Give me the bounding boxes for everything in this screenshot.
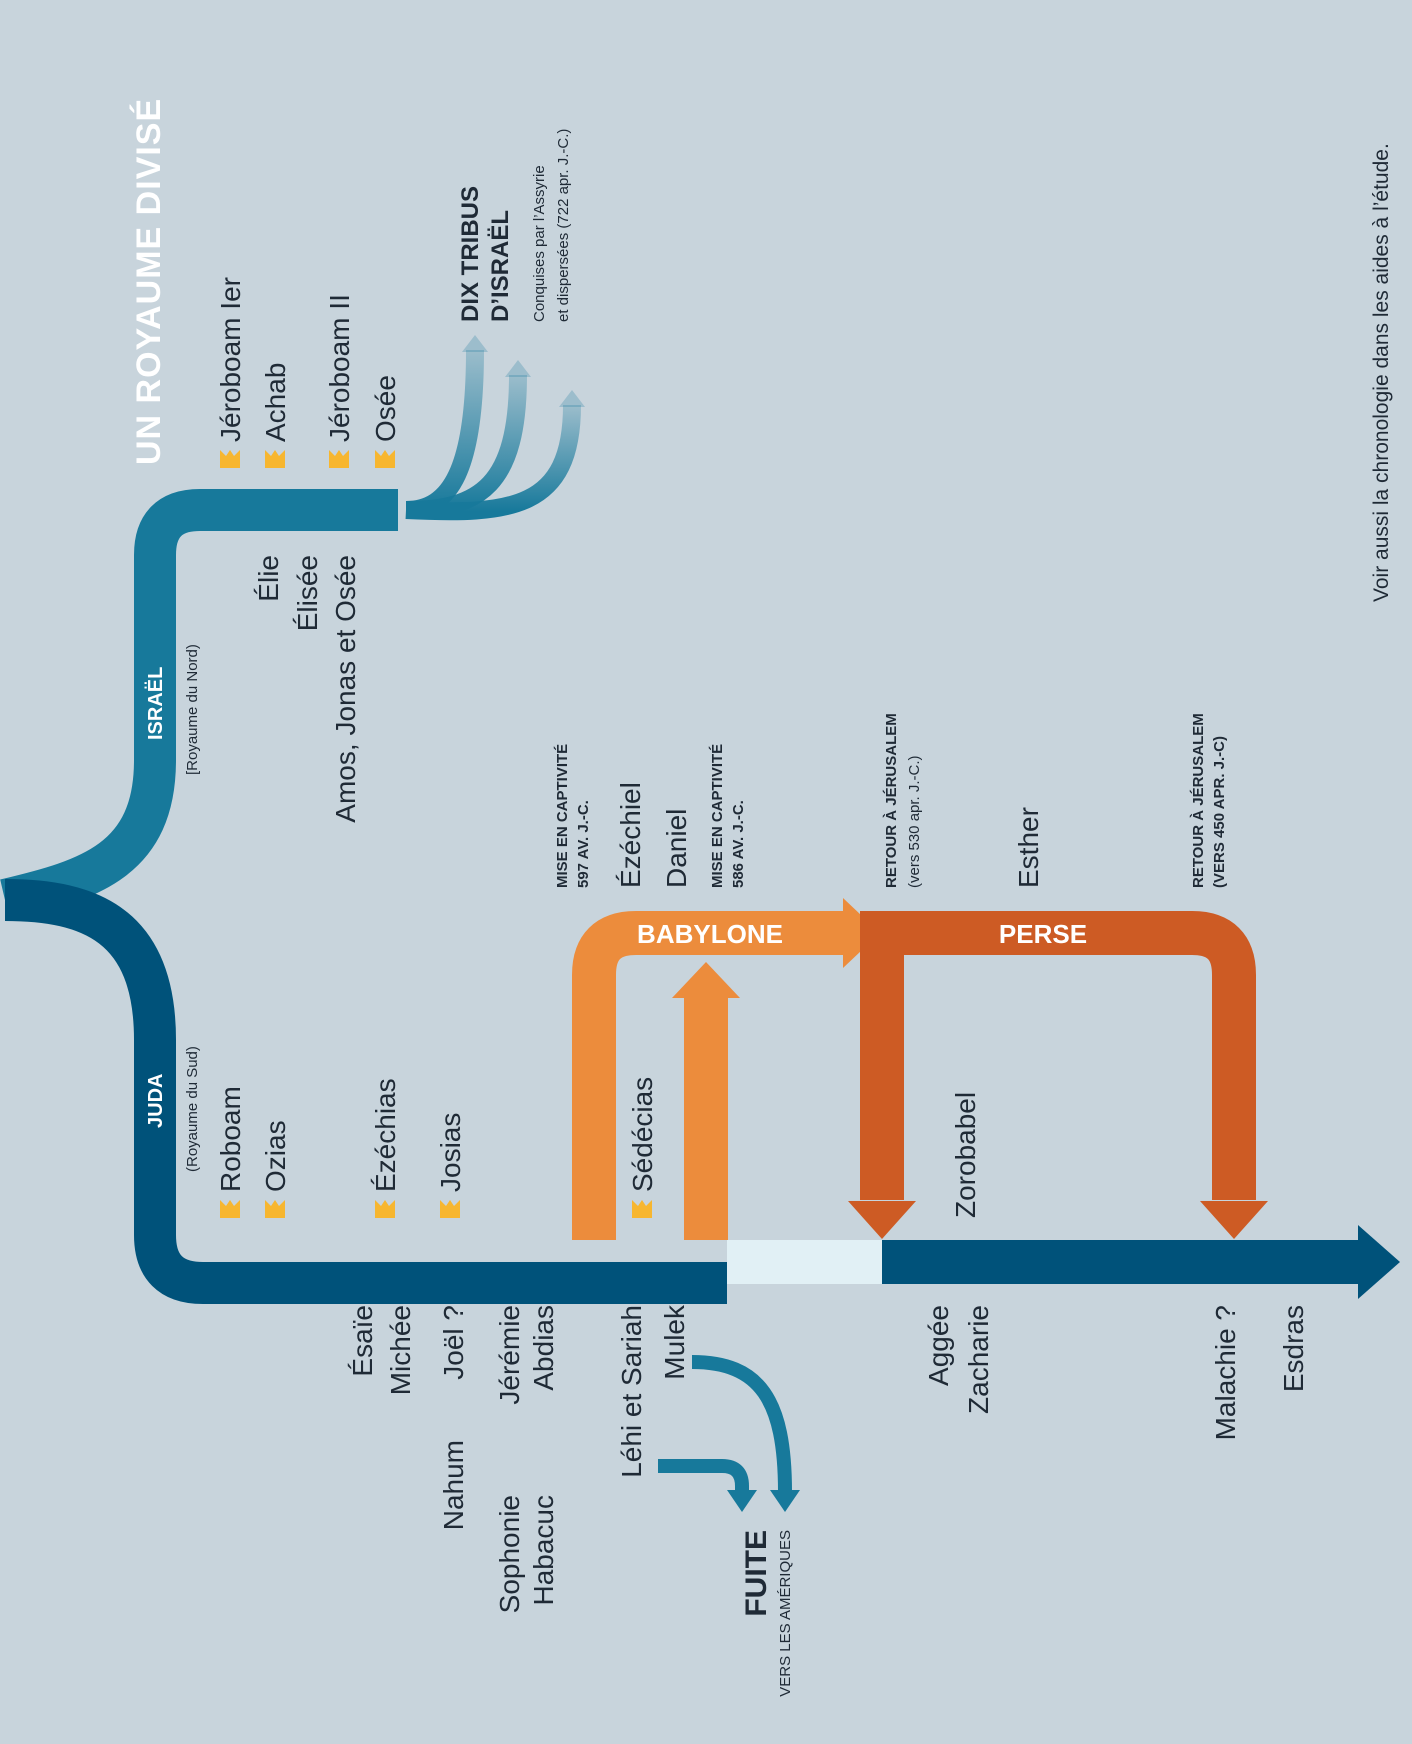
juda-prophet-nahum: Nahum (438, 1440, 469, 1530)
crown-icon (265, 450, 285, 468)
return-figure-ezra: Esdras (1278, 1305, 1309, 1392)
crown-icon (329, 450, 349, 468)
captivity-figure-daniel: Daniel (661, 809, 692, 888)
flight-title: FUITE (740, 1530, 773, 1617)
return-figure-malachi: Malachie ? (1210, 1305, 1241, 1440)
page-title: UN ROYAUME DIVISÉ (130, 98, 168, 465)
juda-prophet-lehi-sariah: Léhi et Sariah (616, 1305, 647, 1478)
persia-band (860, 911, 1256, 1200)
babylon-band (572, 911, 845, 1240)
captivity-2-line1: MISE EN CAPTIVITÉ (709, 744, 726, 888)
israel-prophet-3: Amos, Jonas et Osée (330, 555, 361, 823)
babylon-label: BABYLONE (637, 919, 783, 949)
juda-timeline-continued (882, 1240, 1362, 1284)
juda-prophet-mulek: Mulek (659, 1304, 690, 1380)
return-1-line2: (vers 530 apr. J.-C.) (906, 755, 923, 888)
second-deportation-arrowhead (672, 962, 740, 998)
second-deportation-arrow (684, 995, 728, 1240)
ten-tribes-note-2: et dispersées (722 apr. J.-C.) (555, 129, 572, 322)
israel-prophet-1: Élie (253, 555, 284, 602)
crown-icon (220, 1200, 240, 1218)
captivity-1-line2: 597 AV. J.-C. (575, 800, 592, 888)
israel-label: ISRAËL (144, 667, 167, 740)
crown-icon (375, 1200, 395, 1218)
israel-subtitle: [Royaume du Nord) (184, 644, 201, 775)
return-figure-haggai: Aggée (923, 1305, 954, 1386)
juda-label: JUDA (145, 1074, 167, 1128)
exile-gap (727, 1240, 882, 1284)
crown-icon (265, 1200, 285, 1218)
juda-prophet-habakkuk: Habacuc (528, 1495, 559, 1606)
timeline-arrowhead (1358, 1225, 1400, 1299)
juda-king-4: Josias (435, 1113, 466, 1192)
juda-crowns (220, 1200, 652, 1218)
return-2-line1: RETOUR À JÉRUSALEM (1190, 713, 1207, 888)
juda-subtitle: (Royaume du Sud) (184, 1046, 201, 1172)
ten-tribes-title-1: DIX TRIBUS (457, 186, 484, 322)
flight-subtitle: VERS LES AMÉRIQUES (777, 1530, 794, 1697)
juda-king-1: Roboam (215, 1086, 246, 1192)
israel-branch (0, 489, 398, 921)
return-2-line2: (VERS 450 APR. J.-C) (1211, 736, 1228, 888)
crown-icon (632, 1200, 652, 1218)
return-figure-zerubbabel: Zorobabel (950, 1092, 981, 1218)
israel-prophet-2: Élisée (292, 555, 323, 631)
juda-king-3: Ézéchias (370, 1078, 401, 1192)
juda-prophet-zephaniah: Sophonie (494, 1495, 525, 1613)
second-return-arrowhead (1200, 1201, 1268, 1239)
israel-king-4: Osée (370, 375, 401, 442)
israel-king-1: Jéroboam Ier (215, 277, 246, 442)
juda-king-2: Ozias (260, 1120, 291, 1192)
captivity-1-line1: MISE EN CAPTIVITÉ (554, 744, 571, 888)
ten-tribes-scatter-arrows (405, 335, 585, 521)
persia-label: PERSE (999, 919, 1087, 949)
footnote: Voir aussi la chronologie dans les aides… (1370, 143, 1393, 602)
juda-prophet-jeremiah: Jérémie (494, 1305, 525, 1405)
return-1-line1: RETOUR À JÉRUSALEM (883, 713, 900, 888)
juda-branch (4, 879, 727, 1304)
ten-tribes-note-1: Conquises par l’Assyrie (531, 165, 548, 322)
crown-icon (440, 1200, 460, 1218)
juda-prophet-obadiah: Abdias (528, 1305, 559, 1391)
israel-king-2: Achab (260, 363, 291, 442)
flight-arrows (658, 1355, 800, 1512)
return-figure-esther: Esther (1013, 807, 1044, 888)
crown-icon (220, 450, 240, 468)
juda-prophet-joel: Joël ? (438, 1305, 469, 1380)
juda-prophet-isaiah: Ésaïe (347, 1305, 378, 1377)
captivity-figure-ezekiel: Ézéchiel (615, 782, 646, 888)
israel-crowns (220, 450, 395, 468)
ten-tribes-title-2: D’ISRAËL (487, 210, 514, 322)
return-figure-zechariah: Zacharie (963, 1305, 994, 1414)
juda-prophet-micah: Michée (385, 1305, 416, 1395)
crown-icon (375, 450, 395, 468)
juda-king-5: Sédécias (627, 1077, 658, 1192)
israel-king-3: Jéroboam II (324, 294, 355, 442)
captivity-2-line2: 586 AV. J.-C. (730, 800, 747, 888)
first-return-arrowhead (848, 1201, 916, 1239)
